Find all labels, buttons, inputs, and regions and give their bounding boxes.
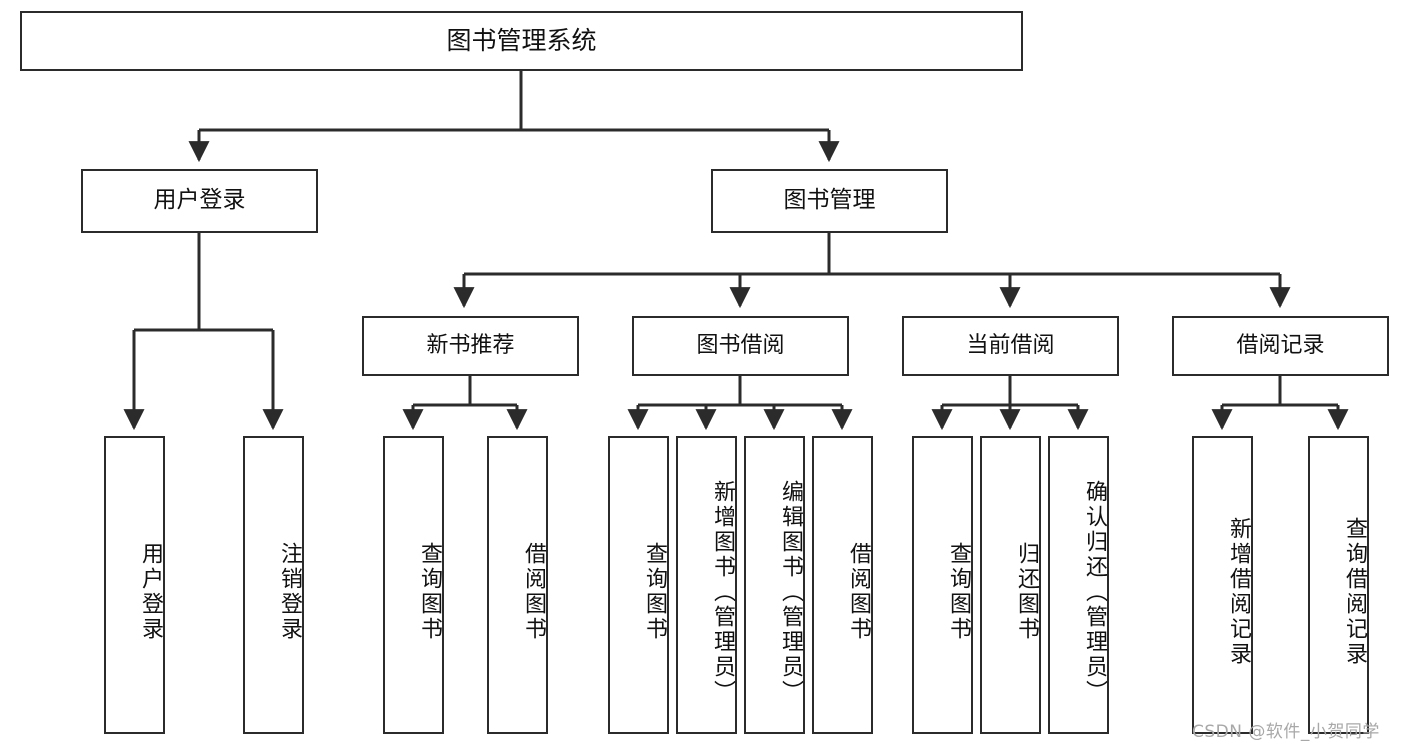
leaf-book-borrow-borrow-books[interactable]: 借阅图书	[812, 436, 873, 734]
node-root-book-management-system[interactable]: 图书管理系统	[20, 11, 1023, 71]
leaf-new-book-borrow-books[interactable]: 借阅图书	[487, 436, 548, 734]
node-borrow-record[interactable]: 借阅记录	[1172, 316, 1389, 376]
leaf-current-borrow-confirm-return-admin[interactable]: 确认归还（管理员）	[1048, 436, 1109, 734]
leaf-current-borrow-query-books[interactable]: 查询图书	[912, 436, 973, 734]
leaf-book-borrow-edit-book-admin[interactable]: 编辑图书（管理员）	[744, 436, 805, 734]
leaf-current-borrow-return-books[interactable]: 归还图书	[980, 436, 1041, 734]
leaf-borrow-record-query-record[interactable]: 查询借阅记录	[1308, 436, 1369, 734]
leaf-book-borrow-query-books[interactable]: 查询图书	[608, 436, 669, 734]
node-user-login[interactable]: 用户登录	[81, 169, 318, 233]
csdn-watermark: CSDN @软件_小贺同学	[1192, 722, 1380, 742]
node-new-book-recommend[interactable]: 新书推荐	[362, 316, 579, 376]
leaf-book-borrow-add-book-admin[interactable]: 新增图书（管理员）	[676, 436, 737, 734]
node-book-management[interactable]: 图书管理	[711, 169, 948, 233]
leaf-new-book-query-books[interactable]: 查询图书	[383, 436, 444, 734]
leaf-user-login-signin[interactable]: 用户登录	[104, 436, 165, 734]
leaf-borrow-record-add-record[interactable]: 新增借阅记录	[1192, 436, 1253, 734]
node-book-borrow[interactable]: 图书借阅	[632, 316, 849, 376]
leaf-user-login-signout[interactable]: 注销登录	[243, 436, 304, 734]
node-current-borrow[interactable]: 当前借阅	[902, 316, 1119, 376]
